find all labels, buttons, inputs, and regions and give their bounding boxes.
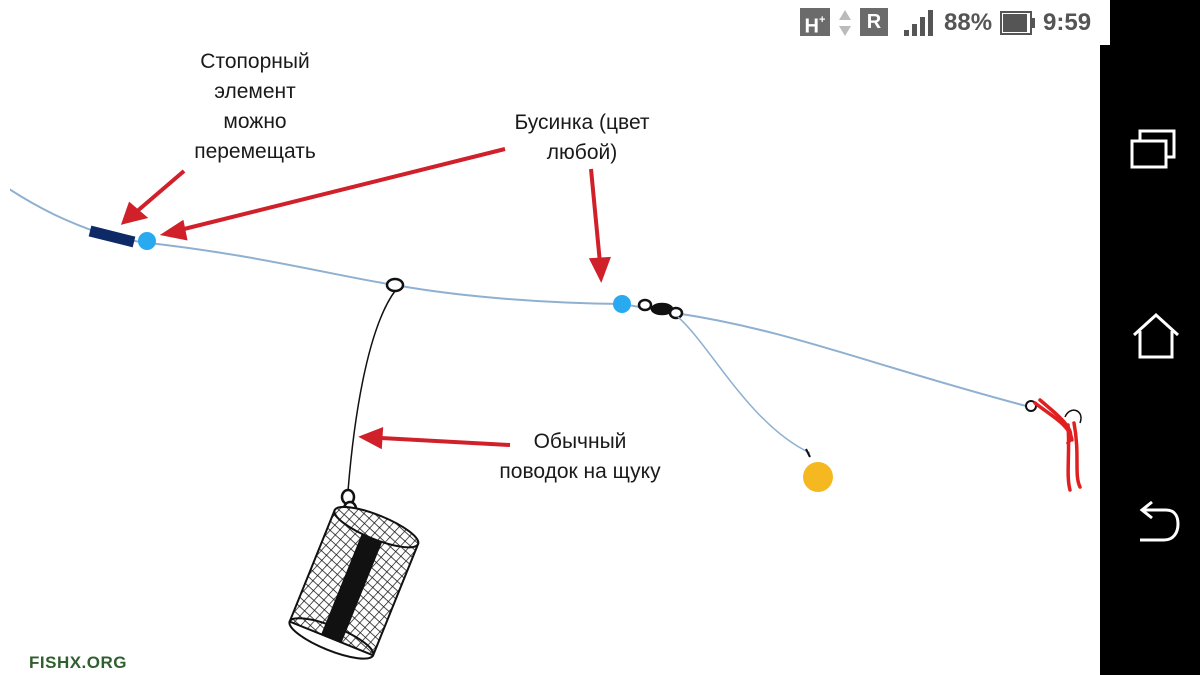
battery-icon — [1000, 11, 1035, 35]
bead-2 — [613, 295, 631, 313]
status-bar: H+ R 88% 9:59 — [0, 0, 1110, 45]
label-leader: Обычный поводок на щуку — [499, 430, 661, 483]
feeder-basket — [288, 505, 420, 660]
swivel — [637, 298, 684, 320]
network-plus-text: + — [819, 14, 826, 26]
navigation-bar — [1100, 45, 1200, 675]
home-icon[interactable] — [1130, 311, 1182, 361]
hook — [1064, 409, 1082, 424]
battery-percent: 88% — [944, 9, 993, 36]
data-activity-icon — [839, 10, 851, 36]
watermark: FISHX.ORG — [29, 653, 128, 672]
back-icon[interactable] — [1130, 500, 1182, 546]
swivel-ring — [385, 277, 405, 293]
lure-ball — [803, 462, 833, 492]
feeder-leader — [347, 290, 396, 492]
clock: 9:59 — [1043, 9, 1092, 36]
arrow-to-bead-1 — [159, 147, 506, 241]
arrow-to-bead-2 — [588, 168, 611, 284]
roaming-icon: R — [860, 8, 888, 36]
stopper-element — [88, 225, 136, 248]
red-worm-lure — [1033, 398, 1082, 492]
label-stopper: Стопорный элемент можно перемещать — [194, 50, 316, 163]
recent-apps-icon[interactable] — [1128, 127, 1180, 173]
arrow-to-stopper — [120, 169, 186, 225]
arrow-to-leader — [358, 427, 511, 450]
network-type-icon: H+ — [800, 8, 830, 38]
fishing-rig-diagram: Стопорный элемент можно перемещать Бусин… — [10, 45, 1100, 675]
main-line — [10, 188, 1031, 408]
network-type-text: H — [804, 15, 819, 38]
rig-drawing — [10, 147, 1082, 660]
lure-leader — [677, 316, 811, 454]
bead-1 — [138, 232, 156, 250]
image-viewer[interactable]: Стопорный элемент можно перемещать Бусин… — [0, 45, 1100, 675]
signal-icon — [904, 10, 933, 36]
label-bead: Бусинка (цвет любой) — [514, 111, 650, 164]
